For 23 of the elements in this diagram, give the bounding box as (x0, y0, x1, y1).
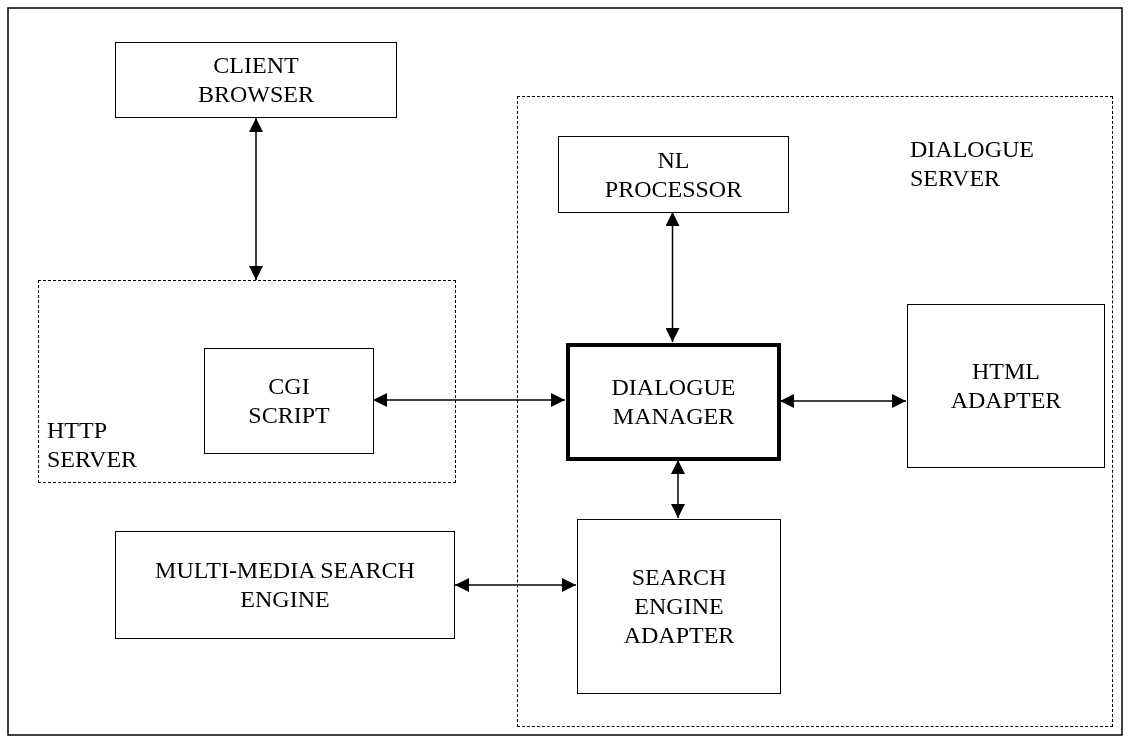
process-box (204, 348, 374, 454)
box-label: NL PROCESSOR (603, 145, 744, 204)
group-label: DIALOGUE SERVER (910, 135, 1035, 193)
box-label: CLIENT BROWSER (197, 51, 315, 109)
group-label: HTTP SERVER (47, 416, 139, 474)
process-box (566, 343, 781, 461)
process-box (115, 42, 397, 118)
arrow (372, 393, 566, 407)
server-boundary (38, 280, 456, 483)
process-box (115, 531, 455, 639)
box-label: CGI SCRIPT (247, 372, 331, 430)
process-box (577, 519, 781, 694)
box-label: HTML ADAPTER (949, 357, 1063, 415)
box-label: MULTI-MEDIA SEARCH ENGINE (154, 556, 416, 614)
process-box (907, 304, 1105, 468)
box-label: DIALOGUE MANAGER (610, 373, 737, 431)
server-boundary (517, 96, 1113, 727)
arrow (671, 459, 685, 519)
process-box (558, 136, 789, 213)
arrow (454, 578, 577, 592)
box-label: SEARCH ENGINE ADAPTER (622, 563, 736, 650)
arrow (665, 211, 680, 343)
arrow (249, 117, 263, 281)
